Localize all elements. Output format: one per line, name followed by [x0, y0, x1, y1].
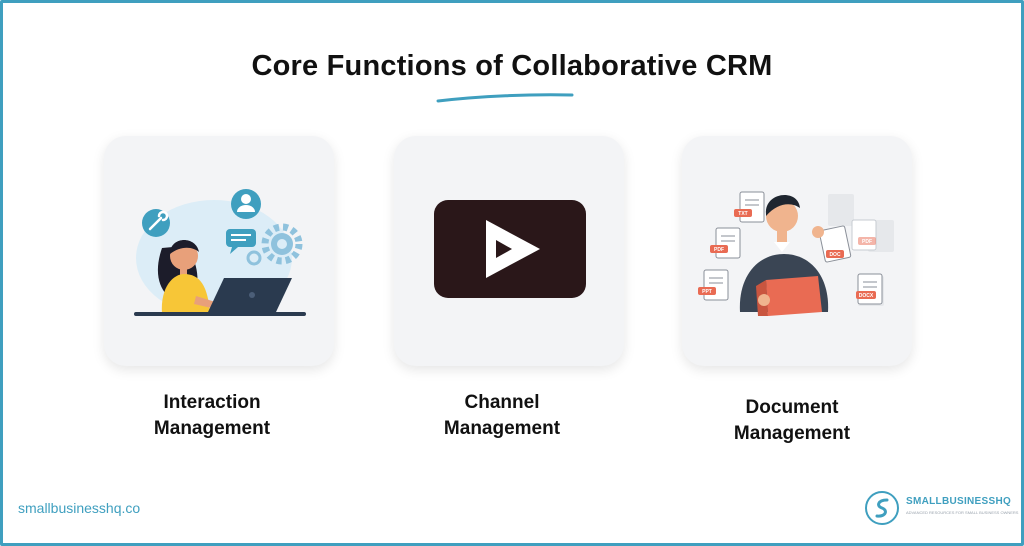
play-logo-icon: [434, 200, 586, 298]
card-document-management: TXT PDF DOC PDF PPT DOCX: [682, 136, 912, 366]
title-underline: [436, 93, 574, 103]
svg-text:DOCX: DOCX: [859, 293, 874, 299]
file-pdf-icon: PDF: [710, 227, 741, 259]
brand-tagline: ADVANCED RESOURCES FOR SMALL BUSINESS OW…: [906, 510, 1019, 515]
svg-text:DOC: DOC: [829, 252, 841, 258]
file-pdf-icon: PDF: [851, 219, 877, 251]
brand-mark-icon: [865, 491, 899, 525]
page-title: Core Functions of Collaborative CRM: [251, 50, 773, 82]
file-docx-icon: DOCX: [856, 273, 883, 305]
woman-laptop-illustration: [134, 189, 306, 316]
svg-text:PDF: PDF: [862, 239, 872, 245]
card-interaction-management: [104, 136, 334, 366]
brand-logo: SMALLBUSINESSHQ ADVANCED RESOURCES FOR S…: [864, 488, 1018, 528]
man-documents-illustration: TXT PDF DOC PDF PPT DOCX: [698, 191, 894, 316]
label-interaction-management: Interaction Management: [153, 392, 271, 439]
label-document-management: Document Management: [733, 397, 851, 444]
svg-text:PDF: PDF: [714, 247, 724, 253]
file-txt-icon: TXT: [734, 191, 765, 223]
brand-name: SMALLBUSINESSHQ: [906, 496, 1012, 507]
file-ppt-icon: PPT: [698, 269, 729, 301]
card-channel-management: [394, 136, 624, 366]
file-doc-icon: DOC: [818, 225, 852, 263]
footer-url[interactable]: smallbusinesshq.co: [18, 500, 141, 516]
svg-text:PPT: PPT: [702, 289, 712, 295]
label-channel-management: Channel Management: [443, 392, 561, 439]
svg-text:TXT: TXT: [738, 211, 747, 217]
